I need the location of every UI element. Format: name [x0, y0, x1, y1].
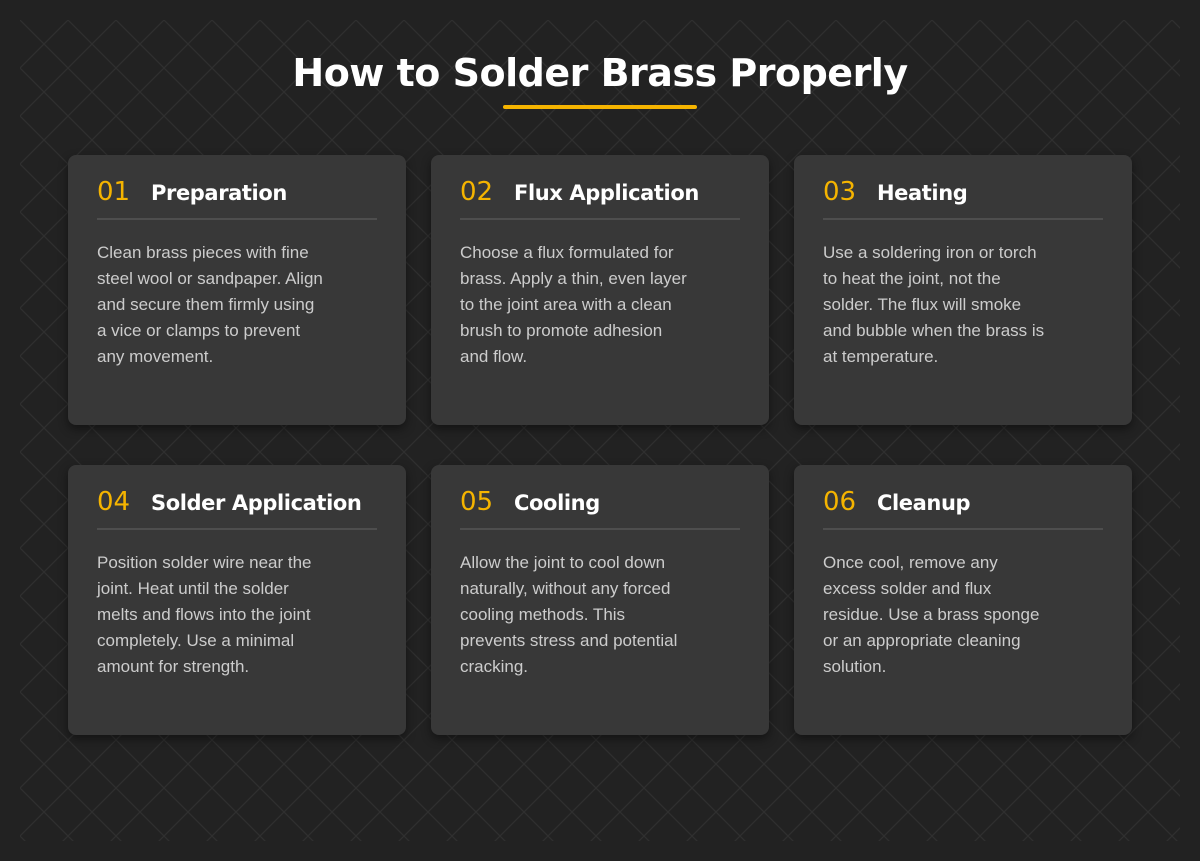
step-number: 05: [460, 487, 494, 517]
step-title: Cooling: [514, 491, 600, 515]
step-description: Once cool, remove any excess solder and …: [823, 553, 1040, 676]
step-number: 03: [823, 177, 857, 207]
step-card-3: 03 Heating Use a soldering iron or torch…: [794, 155, 1132, 425]
step-card-2: 02 Flux Application Choose a flux formul…: [431, 155, 769, 425]
step-title: Preparation: [151, 181, 287, 205]
step-title: Heating: [877, 181, 968, 205]
card-header: 06 Cleanup: [823, 487, 1103, 530]
step-card-5: 05 Cooling Allow the joint to cool down …: [431, 465, 769, 735]
step-card-6: 06 Cleanup Once cool, remove any excess …: [794, 465, 1132, 735]
step-number: 04: [97, 487, 131, 517]
step-description: Allow the joint to cool down naturally, …: [460, 553, 678, 676]
step-title: Flux Application: [514, 181, 699, 205]
title-underline: [503, 105, 697, 109]
step-number: 01: [97, 177, 131, 207]
card-header: 02 Flux Application: [460, 177, 740, 220]
step-description: Choose a flux formulated for brass. Appl…: [460, 243, 687, 366]
step-description: Position solder wire near the joint. Hea…: [97, 553, 312, 676]
page-title: How to Solder Brass Properly: [292, 51, 908, 95]
step-title: Solder Application: [151, 491, 362, 515]
step-card-1: 01 Preparation Clean brass pieces with f…: [68, 155, 406, 425]
step-card-4: 04 Solder Application Position solder wi…: [68, 465, 406, 735]
step-title: Cleanup: [877, 491, 971, 515]
card-header: 04 Solder Application: [97, 487, 377, 530]
step-number: 02: [460, 177, 494, 207]
card-header: 03 Heating: [823, 177, 1103, 220]
card-header: 01 Preparation: [97, 177, 377, 220]
step-number: 06: [823, 487, 857, 517]
step-description: Use a soldering iron or torch to heat th…: [823, 243, 1045, 366]
step-description: Clean brass pieces with fine steel wool …: [97, 243, 323, 366]
card-header: 05 Cooling: [460, 487, 740, 530]
